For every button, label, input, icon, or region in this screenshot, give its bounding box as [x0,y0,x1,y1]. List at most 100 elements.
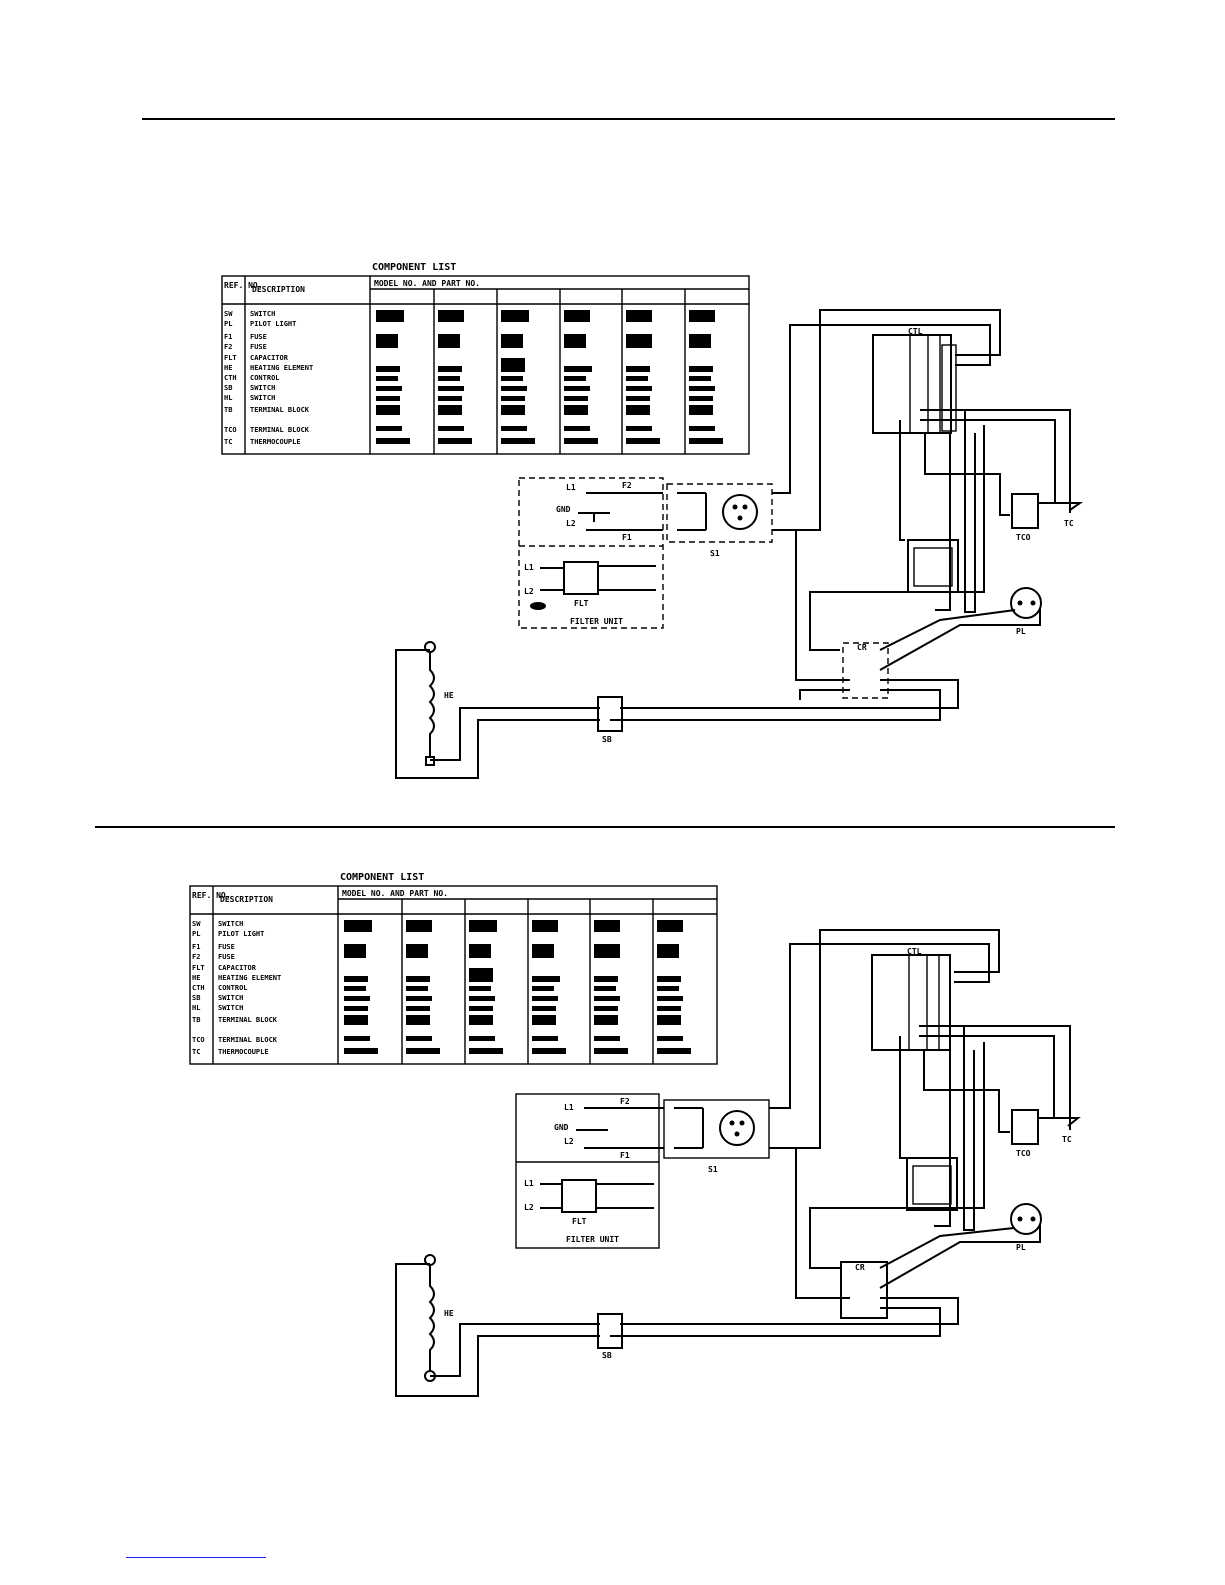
thermocouple-2: TC TCO [1011,1109,1081,1158]
svg-text:HL: HL [224,394,232,402]
fuse-block-2: SB [597,1313,623,1360]
col-group-header: MODEL NO. AND PART NO. [374,279,480,288]
svg-text:HE: HE [444,1309,454,1318]
col-item-header: REF. NO. [224,281,263,290]
svg-text:L2: L2 [566,519,576,528]
svg-text:L2: L2 [524,587,534,596]
svg-text:FLT: FLT [224,354,237,362]
svg-text:F1: F1 [192,943,200,951]
thermostat-block-2 [906,1157,958,1211]
svg-text:F1: F1 [224,333,232,341]
svg-text:TC: TC [1062,1135,1072,1144]
svg-text:TB: TB [224,406,232,414]
svg-text:HE: HE [224,364,232,372]
svg-text:CTH: CTH [224,374,237,382]
svg-text:TCO: TCO [1016,1149,1031,1158]
svg-text:TB: TB [192,1016,200,1024]
svg-text:L2: L2 [564,1137,574,1146]
svg-text:FLT: FLT [574,599,589,608]
svg-text:PL: PL [224,320,232,328]
fuse-block: SB [597,696,623,744]
svg-text:CAPACITOR: CAPACITOR [218,964,257,972]
svg-text:FUSE: FUSE [218,943,235,951]
svg-text:L1: L1 [564,1103,574,1112]
svg-text:TCO: TCO [224,426,237,434]
svg-text:F1: F1 [622,533,632,542]
svg-text:SWITCH: SWITCH [250,310,275,318]
svg-text:PL: PL [192,930,200,938]
svg-text:TERMINAL BLOCK: TERMINAL BLOCK [250,406,310,414]
svg-text:L1: L1 [524,563,534,572]
svg-text:PILOT LIGHT: PILOT LIGHT [250,320,296,328]
svg-text:CONTROL: CONTROL [250,374,280,382]
svg-text:F2: F2 [620,1097,630,1106]
svg-text:FUSE: FUSE [250,333,267,341]
svg-text:SWITCH: SWITCH [218,994,243,1002]
svg-text:GND: GND [556,505,571,514]
component-table: COMPONENT LIST REF. NO. DESCRIPTION MODE… [221,262,750,455]
svg-text:L1: L1 [566,483,576,492]
svg-text:TCO: TCO [192,1036,205,1044]
svg-text:HE: HE [444,691,454,700]
svg-text:CAPACITOR: CAPACITOR [250,354,289,362]
heating-element-2: HE [424,1254,454,1382]
svg-text:CONTROL: CONTROL [218,984,248,992]
top-divider [142,118,1115,120]
svg-text:HEATING ELEMENT: HEATING ELEMENT [250,364,313,372]
control-block: CTL [872,327,957,434]
svg-text:FILTER UNIT: FILTER UNIT [570,617,623,626]
heating-element: HE [424,641,454,766]
svg-text:HL: HL [192,1004,200,1012]
svg-text:HEATING ELEMENT: HEATING ELEMENT [218,974,281,982]
wiring-2 [395,929,1071,1397]
svg-text:L2: L2 [524,1203,534,1212]
middle-divider [95,826,1115,828]
svg-text:CR: CR [855,1263,865,1272]
svg-text:F2: F2 [192,953,200,961]
svg-text:SWITCH: SWITCH [250,384,275,392]
svg-text:SB: SB [192,994,200,1002]
svg-text:SW: SW [224,310,233,318]
power-input-box-2: L1 GND L2 F2 F1 L1 L2 FLT FILTER UNIT [515,1093,664,1249]
svg-text:THERMOCOUPLE: THERMOCOUPLE [218,1048,269,1056]
svg-text:COMPONENT LIST: COMPONENT LIST [340,872,424,883]
pilot-light: PL [1010,587,1042,636]
svg-text:REF. NO.: REF. NO. [192,891,231,900]
svg-text:SB: SB [224,384,232,392]
table-title: COMPONENT LIST [372,262,456,273]
svg-text:THERMOCOUPLE: THERMOCOUPLE [250,438,301,446]
svg-text:TCO: TCO [1016,533,1031,542]
svg-text:CR: CR [857,643,867,652]
svg-text:CTL: CTL [907,947,922,956]
svg-text:F2: F2 [622,481,632,490]
svg-text:SB: SB [602,735,612,744]
svg-text:TERMINAL BLOCK: TERMINAL BLOCK [218,1036,278,1044]
svg-text:S1: S1 [708,1165,718,1174]
svg-text:TERMINAL BLOCK: TERMINAL BLOCK [250,426,310,434]
svg-text:FUSE: FUSE [250,343,267,351]
footer-link-underline[interactable] [126,1557,266,1558]
svg-text:TC: TC [224,438,232,446]
svg-text:PL: PL [1016,627,1026,636]
relay: CR [842,642,889,699]
svg-text:GND: GND [554,1123,569,1132]
main-switch-2: S1 [663,1099,770,1174]
pilot-light-2: PL [1010,1203,1042,1252]
wiring-diagram-1: COMPONENT LIST REF. NO. DESCRIPTION MODE… [221,262,1084,779]
svg-text:TC: TC [1064,519,1074,528]
svg-text:SWITCH: SWITCH [250,394,275,402]
svg-text:F2: F2 [224,343,232,351]
power-input-box: L1 GND L2 F2 F1 L1 L2 FLT FILTER UNIT [518,477,664,629]
svg-text:L1: L1 [524,1179,534,1188]
svg-text:FUSE: FUSE [218,953,235,961]
svg-text:SWITCH: SWITCH [218,920,243,928]
main-switch: S1 [666,483,773,558]
svg-text:TERMINAL BLOCK: TERMINAL BLOCK [218,1016,278,1024]
svg-text:F1: F1 [620,1151,630,1160]
part-number-blocks [376,310,723,444]
svg-text:MODEL NO. AND PART NO.: MODEL NO. AND PART NO. [342,889,448,898]
svg-text:FILTER UNIT: FILTER UNIT [566,1235,619,1244]
svg-text:SWITCH: SWITCH [218,1004,243,1012]
svg-text:PL: PL [1016,1243,1026,1252]
